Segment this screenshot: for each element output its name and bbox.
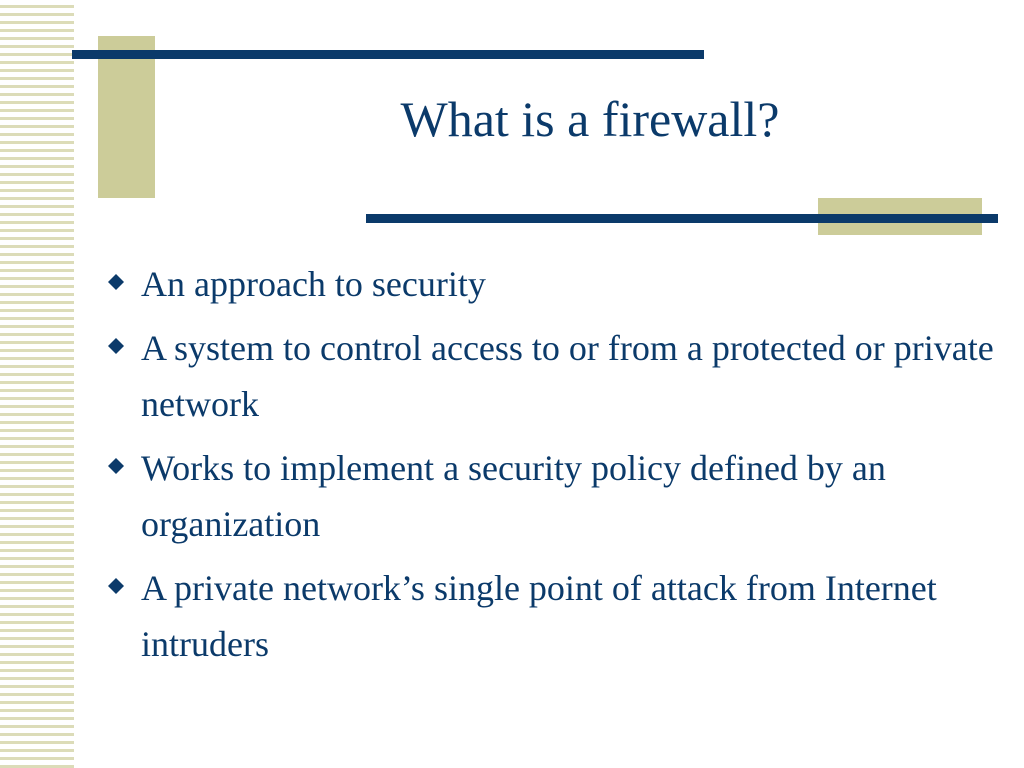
left-stripe-band xyxy=(0,0,74,768)
top-accent-block xyxy=(98,36,155,198)
slide-title: What is a firewall? xyxy=(400,91,780,147)
bullet-list: An approach to security A system to cont… xyxy=(104,256,994,680)
diamond-bullet-icon xyxy=(106,336,126,356)
bullet-item-policy: Works to implement a security policy def… xyxy=(104,440,994,552)
diamond-bullet-icon xyxy=(106,576,126,596)
bullet-text: A private network’s single point of atta… xyxy=(141,568,937,664)
bullet-item-approach: An approach to security xyxy=(104,256,994,312)
bullet-text: An approach to security xyxy=(141,264,486,304)
bottom-title-rule xyxy=(366,214,998,223)
diamond-bullet-icon xyxy=(106,272,126,292)
bullet-item-access-control: A system to control access to or from a … xyxy=(104,320,994,432)
diamond-bullet-icon xyxy=(106,456,126,476)
bullet-text: A system to control access to or from a … xyxy=(141,328,994,424)
bullet-item-attack-point: A private network’s single point of atta… xyxy=(104,560,994,672)
top-title-rule xyxy=(72,50,704,59)
bullet-text: Works to implement a security policy def… xyxy=(141,448,886,544)
